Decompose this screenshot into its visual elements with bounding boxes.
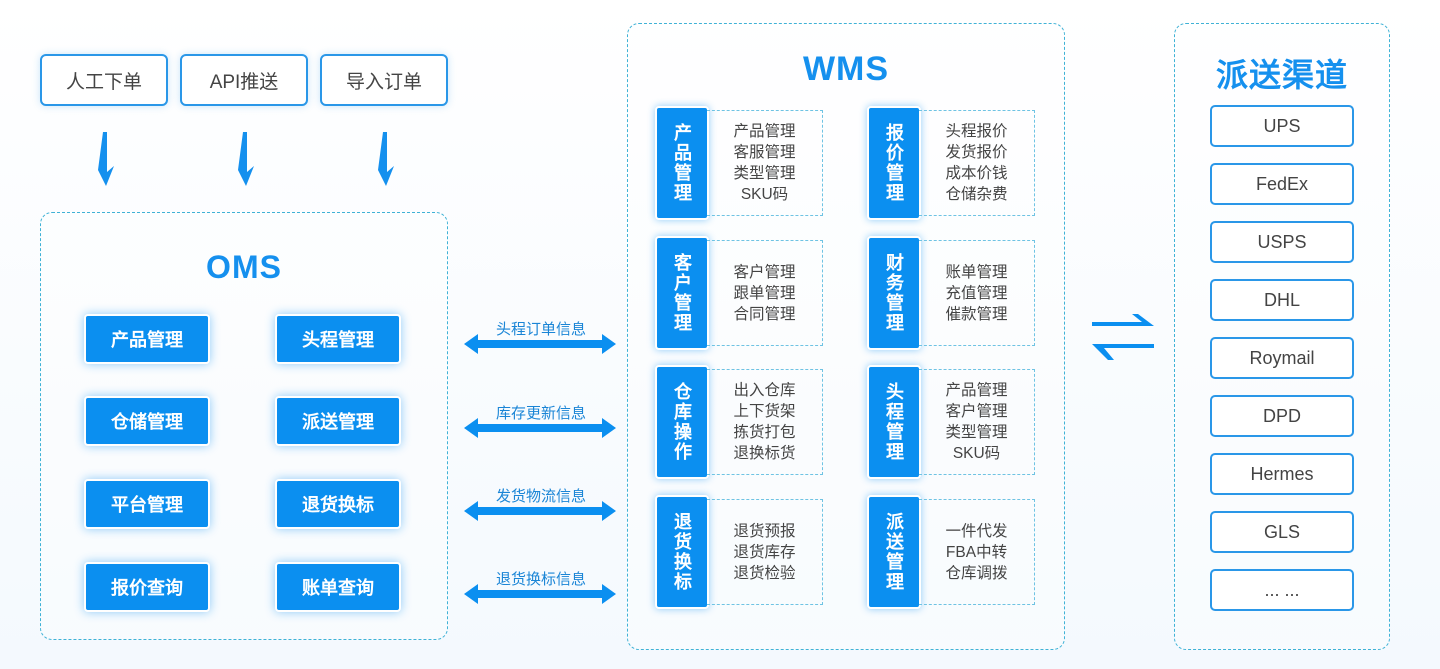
delivery-title: 派送渠道 (1215, 57, 1348, 93)
down-arrow-icon (238, 132, 254, 186)
wms-module-tab[interactable]: 财务管理 (867, 236, 921, 350)
channel-dhl[interactable]: DHL (1210, 279, 1354, 321)
channel-roymail[interactable]: Roymail (1210, 337, 1354, 379)
oms-module-quote-query[interactable]: 报价查询 (84, 562, 210, 612)
wms-module-tab[interactable]: 仓库操作 (655, 365, 709, 479)
channel-dpd[interactable]: DPD (1210, 395, 1354, 437)
oms-module-return-relabel[interactable]: 退货换标 (275, 479, 401, 529)
input-api-push: API推送 (180, 54, 308, 106)
oms-title: OMS (206, 249, 282, 285)
exchange-arrows-icon (1092, 314, 1154, 360)
connector-label-shipping: 发货物流信息 (495, 488, 586, 505)
wms-title: WMS (802, 50, 890, 88)
oms-module-bill-query[interactable]: 账单查询 (275, 562, 401, 612)
oms-module-platform[interactable]: 平台管理 (84, 479, 210, 529)
channel-usps[interactable]: USPS (1210, 221, 1354, 263)
oms-module-storage[interactable]: 仓储管理 (84, 396, 210, 446)
oms-module-product[interactable]: 产品管理 (84, 314, 210, 364)
connector-label-return: 退货换标信息 (495, 571, 586, 588)
connector-label-firstleg: 头程订单信息 (495, 321, 586, 338)
wms-module-finance[interactable]: 财务管理 账单管理充值管理催款管理 (867, 236, 1037, 350)
input-manual-order: 人工下单 (40, 54, 168, 106)
connector-label-inventory: 库存更新信息 (495, 405, 586, 422)
bidirectional-arrow-icon (464, 584, 616, 604)
channel-fedex[interactable]: FedEx (1210, 163, 1354, 205)
bidirectional-arrow-icon (464, 418, 616, 438)
input-import-order: 导入订单 (320, 54, 448, 106)
wms-module-tab[interactable]: 派送管理 (867, 495, 921, 609)
wms-module-items: 退货预报退货库存退货检验 (707, 499, 823, 605)
wms-module-items: 账单管理充值管理催款管理 (919, 240, 1035, 346)
wms-module-items: 出入仓库上下货架拣货打包退换标货 (707, 369, 823, 475)
wms-module-customer[interactable]: 客户管理 客户管理跟单管理合同管理 (655, 236, 825, 350)
channel-ups[interactable]: UPS (1210, 105, 1354, 147)
wms-module-tab[interactable]: 头程管理 (867, 365, 921, 479)
wms-module-items: 头程报价发货报价成本价钱仓储杂费 (919, 110, 1035, 216)
wms-module-tab[interactable]: 产品管理 (655, 106, 709, 220)
bidirectional-arrow-icon (464, 334, 616, 354)
oms-module-delivery[interactable]: 派送管理 (275, 396, 401, 446)
wms-module-tab[interactable]: 退货换标 (655, 495, 709, 609)
channel-gls[interactable]: GLS (1210, 511, 1354, 553)
channel-more[interactable]: ... ... (1210, 569, 1354, 611)
wms-module-items: 客户管理跟单管理合同管理 (707, 240, 823, 346)
wms-module-return[interactable]: 退货换标 退货预报退货库存退货检验 (655, 495, 825, 609)
wms-module-quote[interactable]: 报价管理 头程报价发货报价成本价钱仓储杂费 (867, 106, 1037, 220)
bidirectional-arrow-icon (464, 501, 616, 521)
wms-module-tab[interactable]: 客户管理 (655, 236, 709, 350)
wms-module-tab[interactable]: 报价管理 (867, 106, 921, 220)
channel-hermes[interactable]: Hermes (1210, 453, 1354, 495)
down-arrow-icon (378, 132, 394, 186)
down-arrow-icon (98, 132, 114, 186)
oms-module-firstleg[interactable]: 头程管理 (275, 314, 401, 364)
wms-module-warehouse[interactable]: 仓库操作 出入仓库上下货架拣货打包退换标货 (655, 365, 825, 479)
